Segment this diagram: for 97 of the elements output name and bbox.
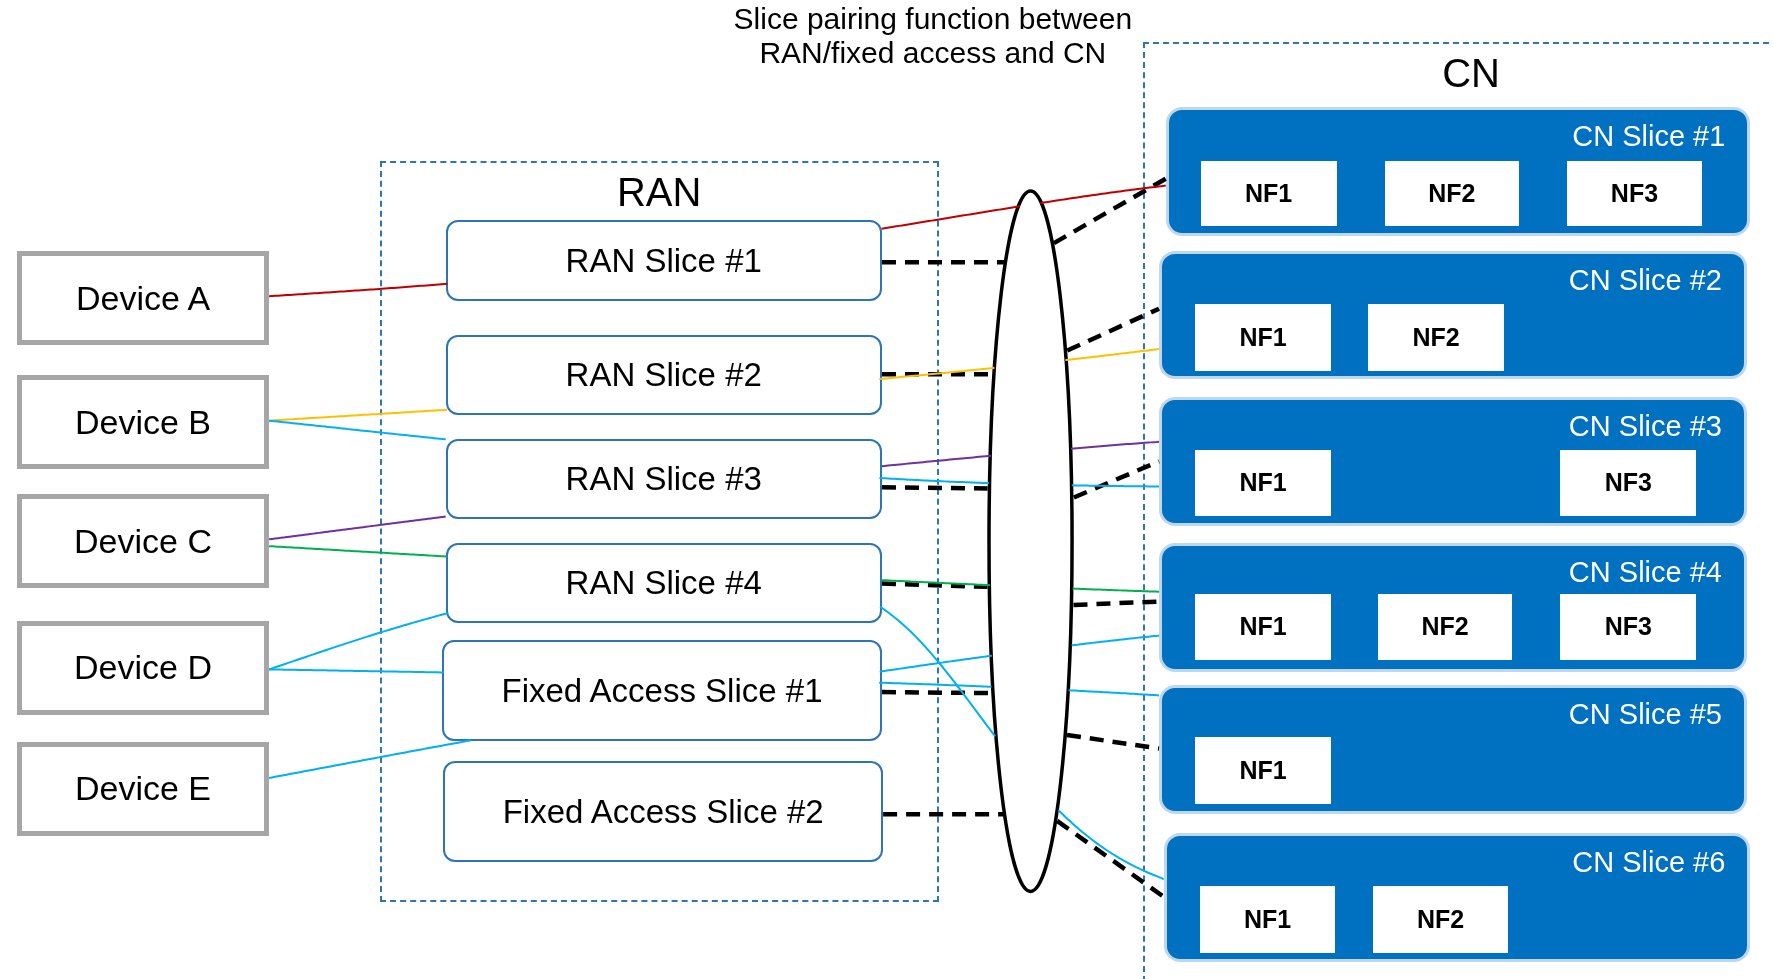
slice-path-line xyxy=(878,654,993,673)
slice-path-line xyxy=(1071,587,1160,593)
node-label: Device B xyxy=(75,402,212,444)
slice-path-line xyxy=(268,419,447,441)
slice-box xyxy=(445,542,882,624)
slice-path-line xyxy=(879,579,991,587)
slice-path-line xyxy=(1067,689,1160,697)
cn-slice-panel xyxy=(1163,833,1751,963)
node-label: NF2 xyxy=(1416,904,1465,936)
slice-box xyxy=(445,220,882,301)
function-box xyxy=(1372,886,1509,954)
node-label: NF1 xyxy=(1239,754,1287,786)
function-box xyxy=(1195,737,1331,804)
node-label: NF1 xyxy=(1239,321,1287,353)
device-box xyxy=(16,494,270,588)
dashed-connector xyxy=(1052,176,1167,246)
cn-slice-panel xyxy=(1159,685,1747,815)
node-label: Fixed Access Slice #2 xyxy=(502,791,824,832)
ellipse xyxy=(987,188,1075,894)
function-box xyxy=(1567,160,1702,227)
node-label: NF2 xyxy=(1421,611,1469,643)
function-box xyxy=(1560,450,1697,516)
node-label: CN Slice #1 xyxy=(1572,119,1726,155)
slice-path-line xyxy=(1057,808,1165,881)
slice-box xyxy=(442,640,882,741)
node-label: RAN Slice #4 xyxy=(565,563,762,604)
device-box xyxy=(16,251,270,345)
dashed-connector xyxy=(1066,732,1160,751)
node-label: NF2 xyxy=(1428,177,1476,209)
device-box xyxy=(16,375,270,470)
dashed-connector xyxy=(1073,459,1160,500)
group-title: RAN xyxy=(617,168,702,216)
slice-path-line xyxy=(878,681,993,688)
node-label: NF3 xyxy=(1604,611,1652,643)
node-label: Fixed Access Slice #1 xyxy=(501,670,823,711)
dashed-group-frame xyxy=(379,160,939,903)
function-box xyxy=(1199,886,1336,954)
node-label: RAN Slice #2 xyxy=(565,355,762,396)
slice-box xyxy=(445,334,882,415)
node-label: RAN Slice #1 xyxy=(565,241,762,281)
node-label: NF3 xyxy=(1604,467,1652,499)
dashed-connector xyxy=(881,581,988,590)
cn-slice-panel xyxy=(1159,542,1747,672)
node-label: CN Slice #5 xyxy=(1568,697,1722,733)
dashed-connector xyxy=(882,260,1005,265)
node-label: NF1 xyxy=(1245,177,1293,209)
slice-path-line xyxy=(268,545,448,558)
slice-path-line xyxy=(268,408,448,422)
node-label: NF3 xyxy=(1610,177,1659,209)
group-title: CN xyxy=(1442,49,1500,97)
dashed-connector xyxy=(881,485,988,491)
function-box xyxy=(1195,450,1331,516)
node-label: CN Slice #3 xyxy=(1568,408,1722,444)
function-box xyxy=(1378,593,1512,661)
function-box xyxy=(1195,593,1331,661)
cn-slice-panel xyxy=(1159,251,1747,379)
node-label: NF1 xyxy=(1239,467,1287,499)
function-box xyxy=(1385,160,1519,227)
node-label: NF1 xyxy=(1243,904,1292,936)
device-box xyxy=(16,741,270,836)
slice-path-line xyxy=(1070,634,1160,647)
slice-path-line xyxy=(268,282,449,298)
node-label: Device D xyxy=(74,647,212,689)
dashed-connector xyxy=(883,811,1004,817)
slice-path-line xyxy=(1064,347,1160,362)
function-box xyxy=(1368,304,1504,371)
slice-path-line xyxy=(878,366,996,380)
slice-path-line xyxy=(879,605,997,738)
slice-box xyxy=(445,438,882,519)
slice-path-line xyxy=(1039,184,1167,205)
function-box xyxy=(1560,593,1697,661)
node-label: NF2 xyxy=(1412,321,1460,353)
slice-path-line xyxy=(880,454,993,468)
node-label: CN Slice #6 xyxy=(1572,845,1726,881)
caption-text: Slice pairing function between RAN/fixed access and CN xyxy=(732,2,1134,71)
node-label: CN Slice #4 xyxy=(1568,554,1722,590)
function-box xyxy=(1195,304,1331,371)
node-label: NF1 xyxy=(1239,611,1287,643)
slice-path-line xyxy=(268,668,445,674)
slice-path-line xyxy=(268,515,447,541)
cn-slice-panel xyxy=(1159,396,1747,526)
node-label: Device C xyxy=(74,520,212,562)
node-label: CN Slice #2 xyxy=(1568,263,1722,298)
slice-box xyxy=(443,761,884,862)
slice-path-line xyxy=(880,205,1021,230)
slice-path-line xyxy=(1070,440,1160,450)
cn-slice-panel xyxy=(1165,107,1751,237)
dashed-connector xyxy=(1066,306,1160,353)
dashed-connector xyxy=(1055,819,1165,899)
slice-path-line xyxy=(1070,484,1160,488)
function-box xyxy=(1200,160,1337,227)
slice-path-line xyxy=(878,477,990,485)
node-label: Device E xyxy=(75,768,212,810)
node-label: Device A xyxy=(75,277,211,319)
device-box xyxy=(16,620,270,715)
slice-path-line xyxy=(268,739,473,779)
node-label: RAN Slice #3 xyxy=(565,459,762,500)
